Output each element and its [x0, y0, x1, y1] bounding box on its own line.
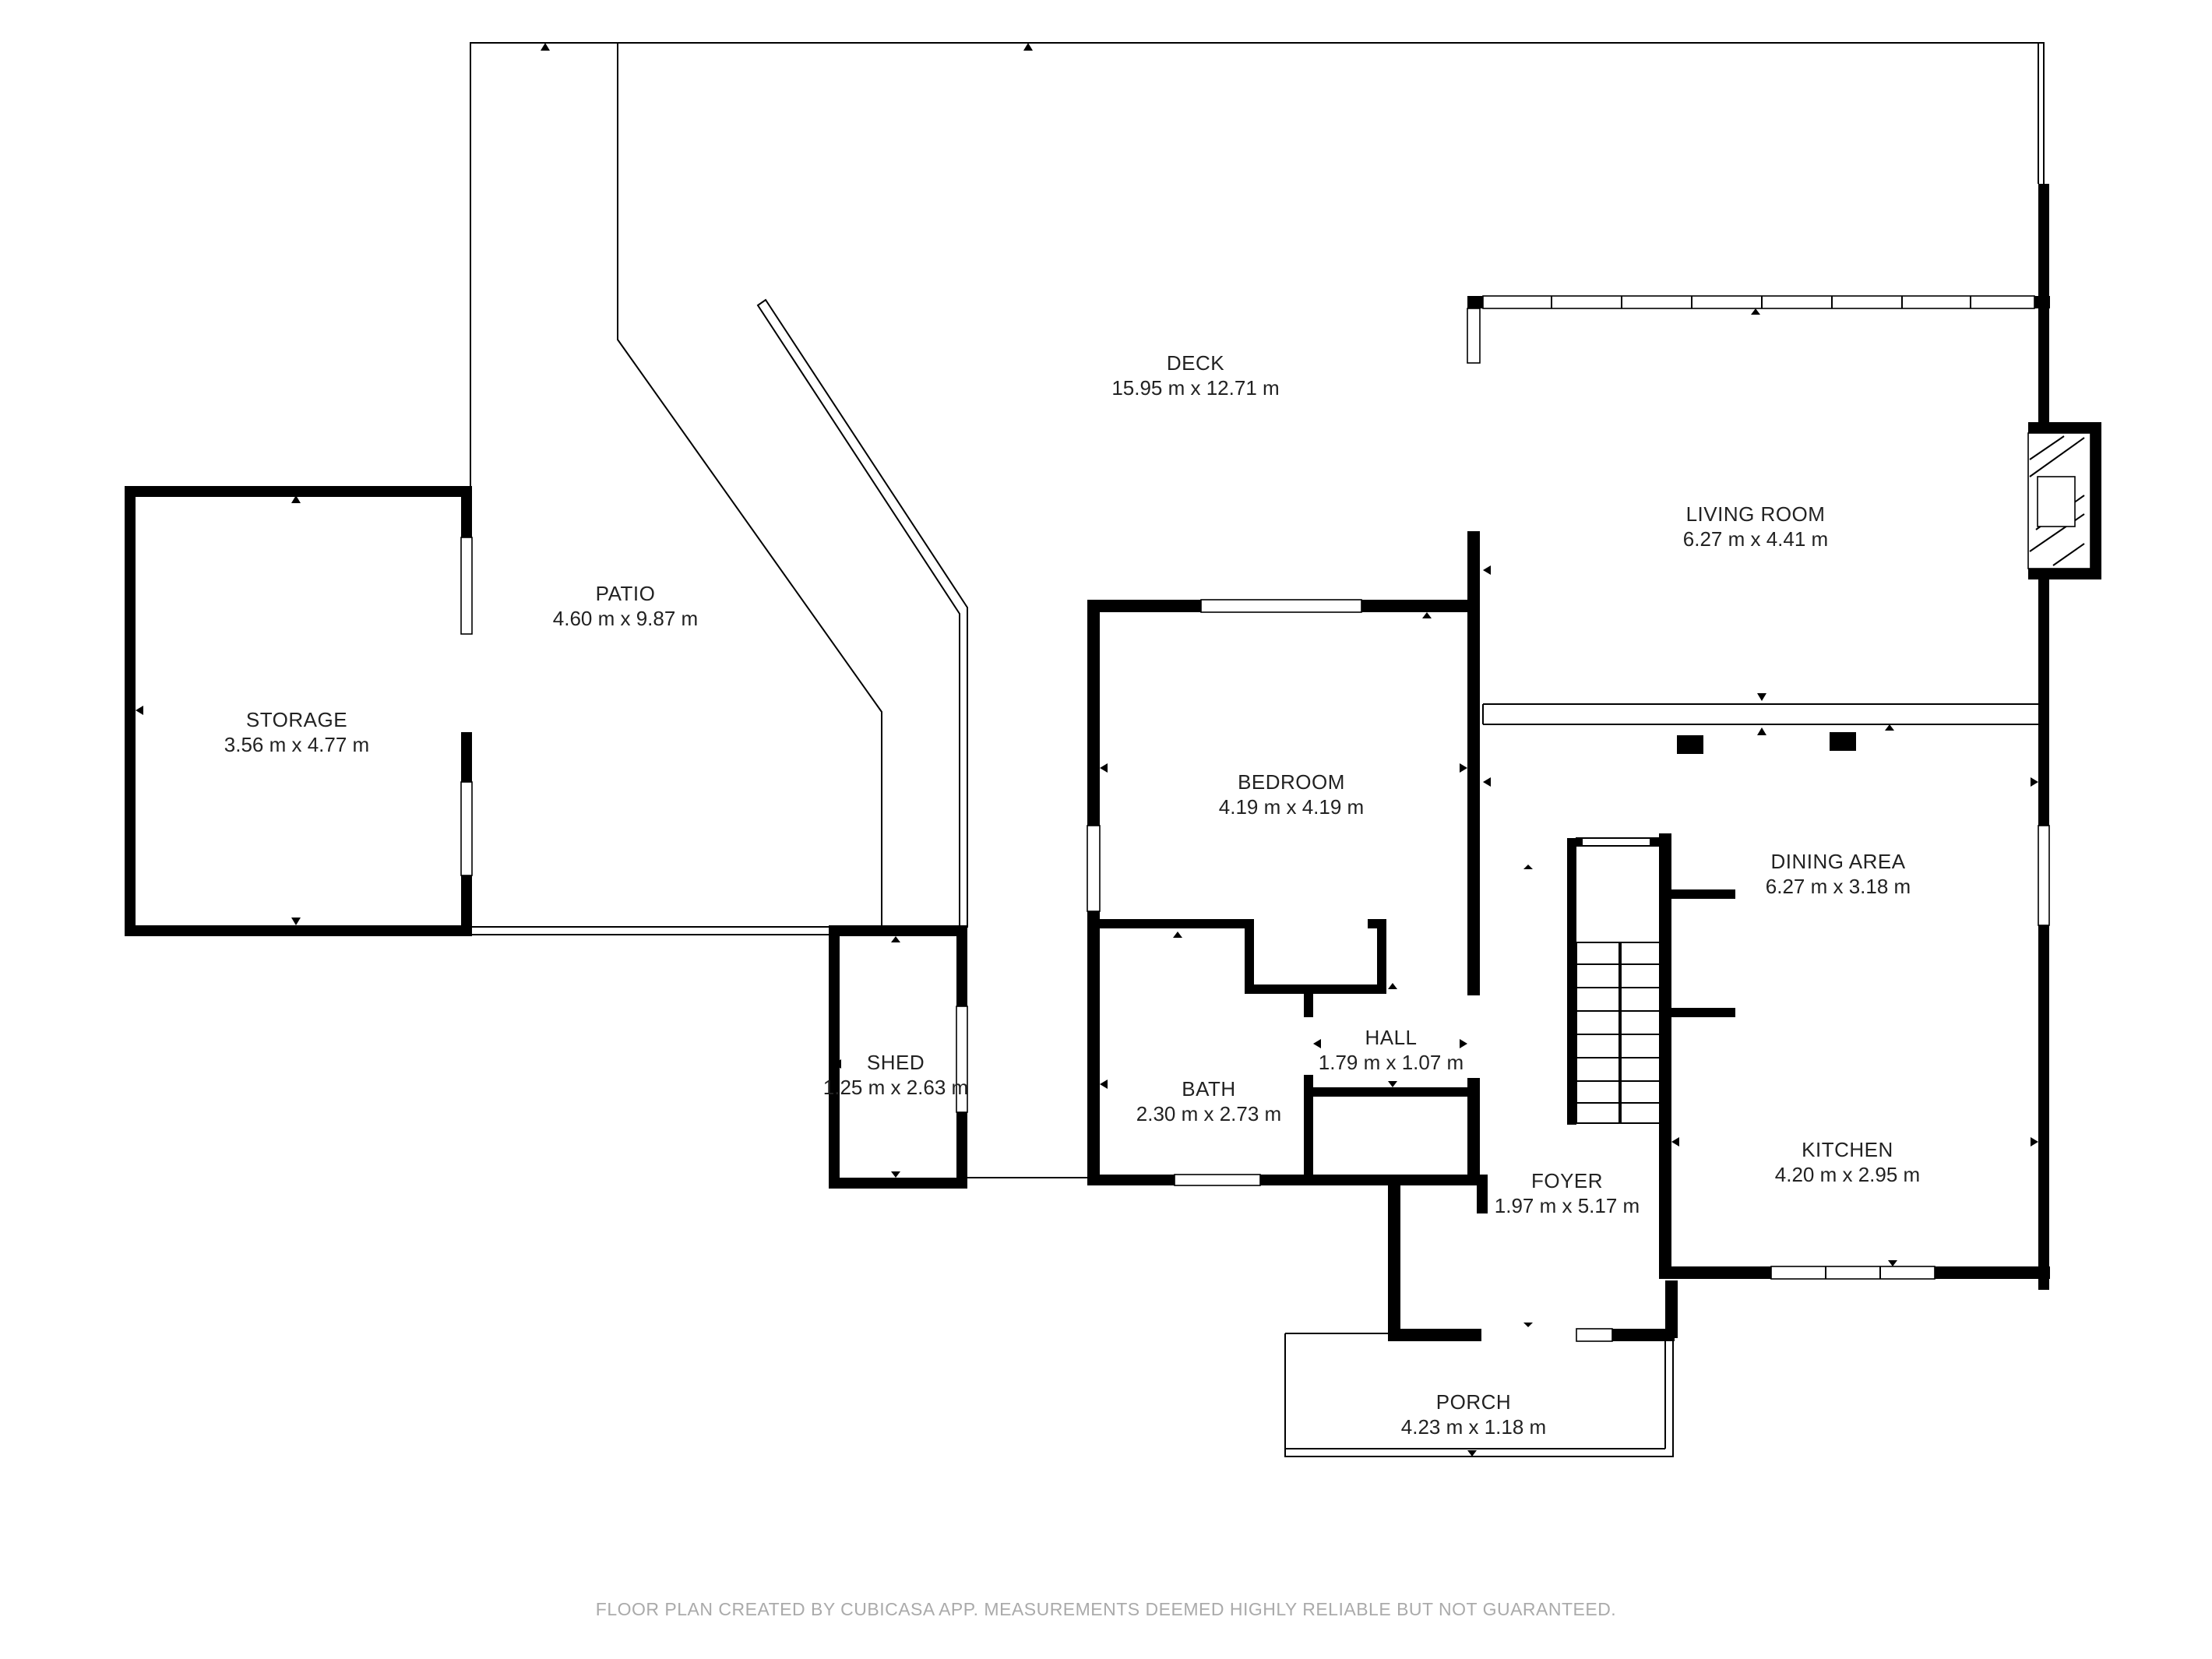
room-label-storage: STORAGE 3.56 m x 4.77 m [224, 707, 369, 757]
porch-outline [1284, 1333, 1674, 1457]
stairs [1576, 837, 1666, 1124]
dimension-markers [136, 43, 2038, 1456]
room-label-hall: HALL 1.79 m x 1.07 m [1319, 1025, 1464, 1075]
walls [125, 184, 2101, 1341]
room-name: DECK [1166, 351, 1225, 375]
room-name: BATH [1182, 1077, 1236, 1101]
room-name: STORAGE [245, 708, 348, 731]
room-label-bedroom: BEDROOM 4.19 m x 4.19 m [1219, 770, 1364, 819]
room-dimensions: 1.79 m x 1.07 m [1318, 1051, 1464, 1074]
room-dimensions: 15.95 m x 12.71 m [1111, 376, 1280, 400]
room-label-living-room: LIVING ROOM 6.27 m x 4.41 m [1683, 502, 1828, 551]
room-name: BEDROOM [1238, 770, 1345, 794]
room-dimensions: 1.25 m x 2.63 m [822, 1076, 969, 1099]
room-label-deck: DECK 15.95 m x 12.71 m [1111, 350, 1279, 400]
room-dimensions: 4.60 m x 9.87 m [552, 607, 699, 630]
room-name: KITCHEN [1802, 1138, 1893, 1161]
room-name: PATIO [595, 582, 656, 605]
room-dimensions: 6.27 m x 4.41 m [1682, 527, 1829, 551]
room-label-kitchen: KITCHEN 4.20 m x 2.95 m [1775, 1137, 1920, 1187]
room-dimensions: 2.30 m x 2.73 m [1136, 1102, 1282, 1125]
fireplace [2027, 432, 2091, 569]
room-label-foyer: FOYER 1.97 m x 5.17 m [1495, 1168, 1640, 1218]
room-label-patio: PATIO 4.60 m x 9.87 m [553, 581, 698, 631]
room-dimensions: 4.20 m x 2.95 m [1774, 1163, 1921, 1186]
deck-outline [470, 42, 2045, 1178]
room-dimensions: 6.27 m x 3.18 m [1765, 875, 1911, 898]
room-name: FOYER [1530, 1169, 1604, 1192]
room-dimensions: 1.97 m x 5.17 m [1494, 1194, 1640, 1217]
windows [460, 295, 2050, 1342]
room-name: PORCH [1435, 1390, 1512, 1414]
room-label-bath: BATH 2.30 m x 2.73 m [1136, 1076, 1281, 1126]
disclaimer-footer: FLOOR PLAN CREATED BY CUBICASA APP. MEAS… [595, 1599, 1617, 1619]
room-name: SHED [866, 1051, 925, 1074]
room-name: HALL [1365, 1026, 1418, 1049]
room-divider [1482, 703, 2038, 725]
room-dimensions: 4.19 m x 4.19 m [1218, 795, 1365, 819]
room-label-porch: PORCH 4.23 m x 1.18 m [1401, 1390, 1546, 1439]
room-dimensions: 3.56 m x 4.77 m [224, 733, 370, 756]
room-name: LIVING ROOM [1685, 502, 1826, 526]
room-label-dining-area: DINING AREA 6.27 m x 3.18 m [1766, 849, 1911, 899]
room-name: DINING AREA [1770, 850, 1906, 873]
room-dimensions: 4.23 m x 1.18 m [1400, 1415, 1547, 1439]
room-label-shed: SHED 1.25 m x 2.63 m [823, 1050, 968, 1100]
